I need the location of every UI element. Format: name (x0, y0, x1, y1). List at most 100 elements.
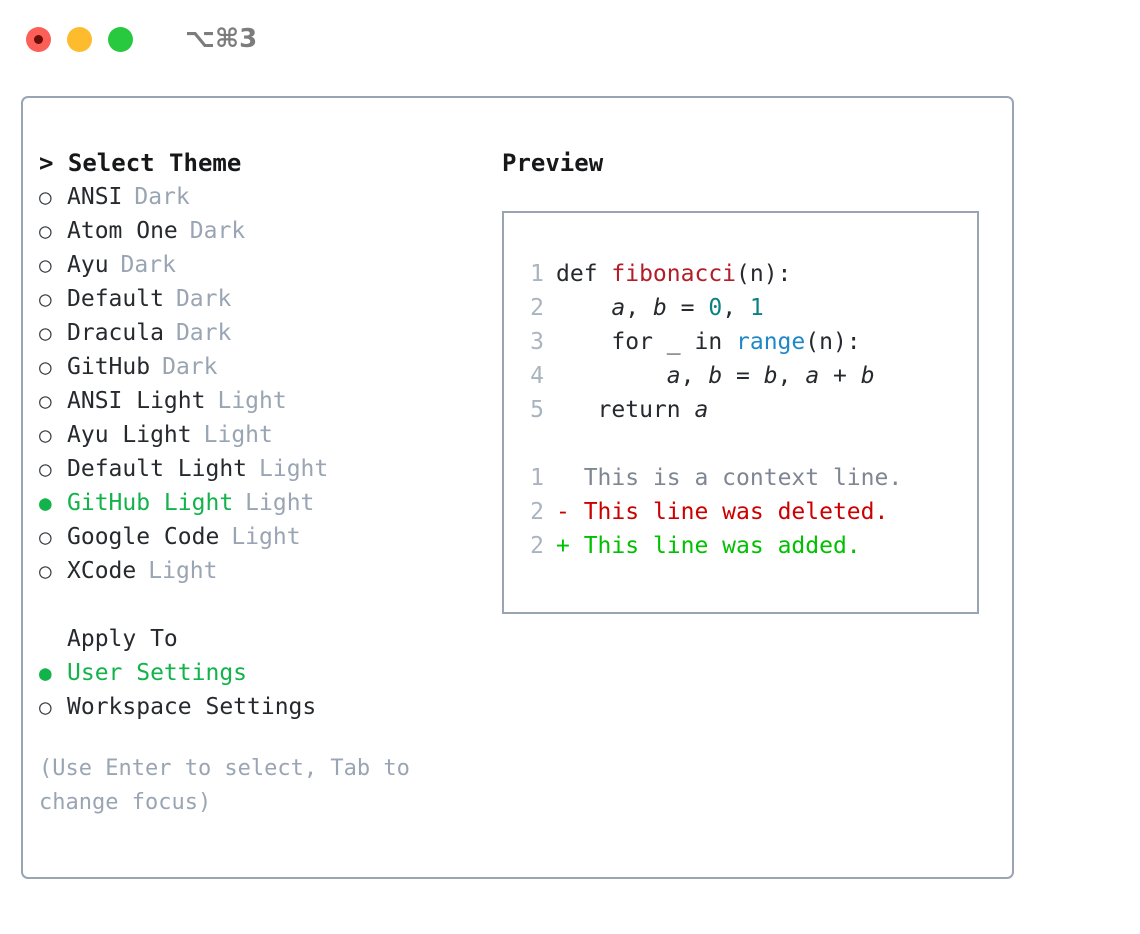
code-token-plain: = (722, 363, 764, 389)
theme-option-label: Atom One (67, 218, 178, 244)
code-line-content: a, b = 0, 1 (556, 291, 764, 325)
radio-unselected-icon: ○ (39, 423, 52, 447)
theme-option-label: Default (67, 286, 164, 312)
preview-heading: Preview (502, 149, 604, 177)
theme-variant-tag: Dark (175, 286, 232, 312)
code-diff-separator (514, 427, 902, 461)
code-line: 2 a, b = 0, 1 (514, 291, 902, 325)
code-line-number: 4 (530, 363, 544, 389)
theme-option-default[interactable]: ○ Default Dark (39, 282, 489, 316)
diff-line-number: 1 (530, 465, 544, 491)
radio-unselected-icon: ○ (39, 287, 52, 311)
theme-option-label: Default Light (67, 456, 248, 482)
theme-option-label: ANSI (67, 184, 123, 210)
theme-variant-tag: Light (259, 456, 329, 482)
code-token-plain: (n): (736, 261, 792, 287)
radio-unselected-icon: ○ (39, 253, 52, 277)
code-line-number: 5 (530, 397, 544, 423)
theme-option-label: Dracula (67, 320, 164, 346)
code-token-var: b (860, 363, 875, 389)
code-line-content: a, b = b, a + b (556, 359, 875, 393)
close-window-icon[interactable] (26, 26, 51, 52)
code-line-content: for _ in range(n): (556, 325, 861, 359)
keyboard-hint-text: (Use Enter to select, Tab to change focu… (39, 756, 410, 815)
diff-line-text: This line was added. (569, 533, 861, 559)
minimize-window-icon[interactable] (67, 26, 92, 52)
theme-option-label: Google Code (67, 524, 220, 550)
diff-line-text: This line was deleted. (569, 499, 889, 525)
zoom-window-icon[interactable] (108, 26, 133, 52)
code-token-plain (556, 295, 611, 321)
code-token-function: fibonacci (611, 261, 737, 287)
theme-option-label: GitHub (67, 354, 151, 380)
apply-to-option-user-settings[interactable]: ●User Settings (39, 656, 489, 690)
code-token-plain: (n): (805, 329, 861, 355)
diff-sign: - (556, 499, 570, 525)
diff-sign: + (556, 533, 570, 559)
theme-option-default-light[interactable]: ○ Default Light Light (39, 452, 489, 486)
diff-line-added: 2 + This line was added. (514, 529, 902, 563)
code-token-plain: , (722, 295, 750, 321)
apply-to-option-label: Workspace Settings (67, 694, 317, 720)
diff-line-number: 2 (530, 533, 544, 559)
code-line-number: 1 (530, 261, 544, 287)
theme-option-label: Ayu Light (67, 422, 192, 448)
diff-sign (556, 461, 570, 495)
theme-option-ansi[interactable]: ○ ANSI Dark (39, 180, 489, 214)
theme-variant-tag: Light (148, 558, 218, 584)
code-token-var: b (652, 295, 667, 321)
code-token-var: a (694, 397, 709, 423)
code-line: 4 a, b = b, a + b (514, 359, 902, 393)
diff-line-text: This is a context line. (569, 465, 903, 491)
code-line: 3 for _ in range(n): (514, 325, 902, 359)
radio-unselected-icon: ○ (39, 185, 52, 209)
theme-variant-tag: Dark (120, 252, 176, 278)
theme-option-ayu-light[interactable]: ○ Ayu Light Light (39, 418, 489, 452)
diff-line-number: 2 (530, 499, 544, 525)
theme-variant-tag: Dark (175, 320, 232, 346)
apply-to-option-list[interactable]: ●User Settings○Workspace Settings (39, 656, 489, 724)
theme-option-label: ANSI Light (67, 388, 206, 414)
code-line-number: 2 (530, 295, 544, 321)
apply-to-heading: Apply To (67, 626, 178, 652)
code-token-var: a (611, 295, 626, 321)
theme-variant-tag: Light (245, 490, 315, 516)
theme-variant-tag: Dark (134, 184, 190, 210)
theme-variant-tag: Dark (189, 218, 246, 244)
apply-to-option-workspace-settings[interactable]: ○Workspace Settings (39, 690, 489, 724)
code-token-var: a (805, 363, 820, 389)
radio-selected-icon: ● (39, 661, 52, 685)
theme-option-label: XCode (67, 558, 137, 584)
diff-line-deleted: 2- This line was deleted. (514, 495, 902, 529)
diff-line-context: 1 This is a context line. (514, 461, 902, 495)
select-theme-heading: > Select Theme (39, 149, 242, 177)
theme-option-atom-one[interactable]: ○ Atom One Dark (39, 214, 489, 248)
code-token-number: 1 (749, 295, 764, 321)
radio-unselected-icon: ○ (39, 219, 52, 243)
radio-unselected-icon: ○ (39, 457, 52, 481)
code-token-plain: return (556, 397, 695, 423)
code-token-plain: for _ in (556, 329, 737, 355)
code-token-plain: = (666, 295, 709, 321)
theme-option-label: GitHub Light (67, 490, 234, 516)
code-token-plain (556, 363, 667, 389)
window-title: ⌥⌘3 (185, 24, 258, 54)
list-spacer (39, 588, 489, 622)
code-token-number: 0 (708, 295, 723, 321)
theme-variant-tag: Light (203, 422, 273, 448)
